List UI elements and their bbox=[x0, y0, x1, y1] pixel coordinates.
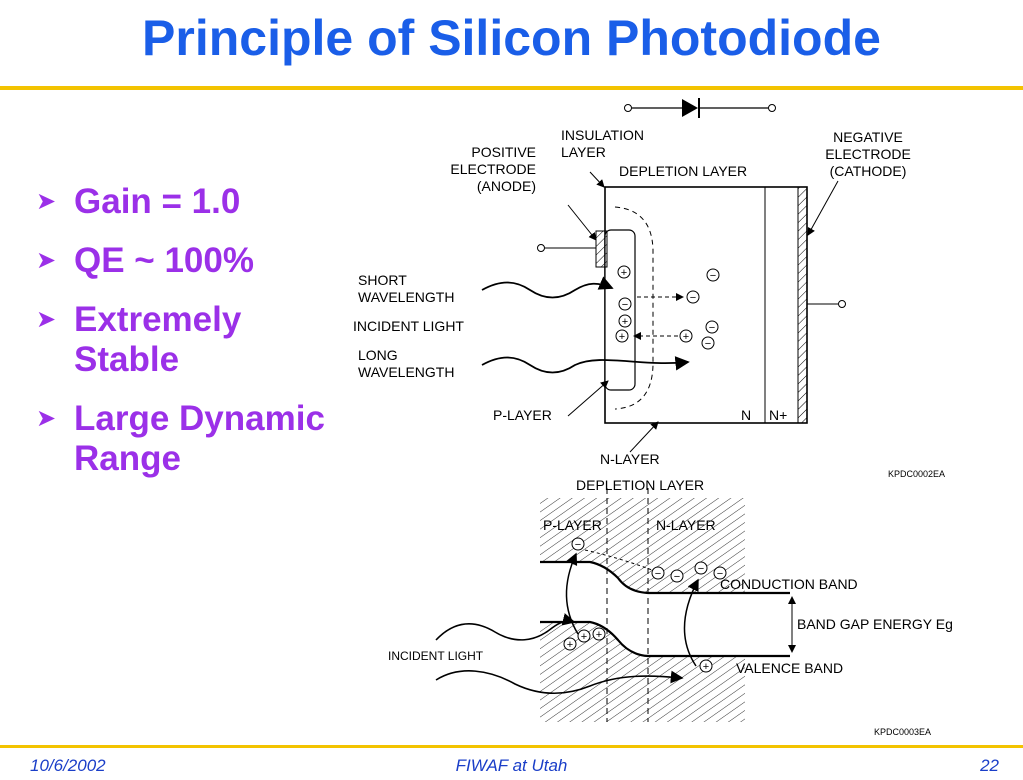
footer-title: FIWAF at Utah bbox=[455, 756, 568, 775]
n-region-label: N bbox=[741, 407, 751, 423]
p-layer-region bbox=[604, 229, 636, 391]
svg-text:+: + bbox=[596, 629, 602, 641]
n-plus-region-label: N+ bbox=[769, 407, 787, 423]
bullet-text: Extremely Stable bbox=[74, 300, 242, 379]
positive-electrode-label: POSITIVE bbox=[471, 144, 536, 160]
bullet-list: ➤ Gain = 1.0 ➤ QE ~ 100% ➤ Extremely Stable… bbox=[36, 182, 336, 498]
valence-band-region bbox=[540, 622, 745, 722]
bullet-text: Large Dynamic Range bbox=[74, 399, 325, 478]
svg-text:−: − bbox=[674, 571, 680, 583]
depletion-boundary bbox=[614, 206, 654, 410]
svg-text:+: + bbox=[703, 661, 709, 673]
anode-electrode bbox=[595, 230, 608, 268]
bullet-arrow-icon: ➤ bbox=[36, 188, 57, 215]
svg-text:+: + bbox=[581, 631, 587, 643]
band-carriers: − − − − − + + + + bbox=[563, 537, 727, 673]
figure-code: KPDC0002EA bbox=[888, 469, 945, 479]
negative-electrode-label: (CATHODE) bbox=[830, 163, 907, 179]
charge-carriers: + − + + + − − − − bbox=[615, 265, 720, 350]
bullet-arrow-icon: ➤ bbox=[36, 405, 57, 432]
photodiode-structure-diagram: + − + + + − − − − INSULATION LAYER POSIT… bbox=[353, 98, 945, 479]
conduction-band-edge bbox=[540, 560, 790, 595]
bullet-item: ➤ Large Dynamic Range bbox=[36, 399, 336, 479]
long-wave-arrow bbox=[481, 356, 690, 374]
energy-band-diagram: − − − − − + + + + DEPLETION LAYER P-LAYE… bbox=[388, 477, 953, 737]
negative-electrode-label: NEGATIVE bbox=[833, 129, 903, 145]
band-depletion-label: DEPLETION LAYER bbox=[576, 477, 704, 493]
valence-band-label: VALENCE BAND bbox=[736, 660, 843, 676]
conduction-band-label: CONDUCTION BAND bbox=[720, 576, 858, 592]
band-p-layer-label: P-LAYER bbox=[543, 517, 602, 533]
band-incident-light-label: INCIDENT LIGHT bbox=[388, 649, 484, 663]
p-layer-label: P-LAYER bbox=[493, 407, 552, 423]
svg-text:+: + bbox=[567, 639, 573, 651]
title-divider bbox=[0, 86, 1023, 90]
n-layer-label: N-LAYER bbox=[600, 451, 660, 467]
slide-title: Principle of Silicon Photodiode bbox=[142, 10, 881, 66]
svg-text:−: − bbox=[717, 568, 723, 580]
svg-text:+: + bbox=[621, 267, 627, 279]
svg-text:−: − bbox=[710, 270, 716, 282]
svg-text:−: − bbox=[622, 299, 628, 311]
svg-text:+: + bbox=[683, 331, 689, 343]
svg-text:+: + bbox=[619, 331, 625, 343]
positive-electrode-label: (ANODE) bbox=[477, 178, 536, 194]
short-wavelength-label: WAVELENGTH bbox=[358, 289, 454, 305]
insulation-layer-label: LAYER bbox=[561, 144, 606, 160]
bullet-item: ➤ Extremely Stable bbox=[36, 300, 336, 380]
positive-electrode-label: ELECTRODE bbox=[450, 161, 536, 177]
bullet-text: Gain = 1.0 bbox=[74, 182, 241, 221]
band-gap-label: BAND GAP ENERGY Eg bbox=[797, 616, 953, 632]
negative-electrode-label: ELECTRODE bbox=[825, 146, 911, 162]
insulation-layer-label: INSULATION bbox=[561, 127, 644, 143]
conduction-band-region bbox=[540, 498, 745, 593]
incident-wave-arrow bbox=[435, 613, 576, 641]
svg-text:−: − bbox=[705, 338, 711, 350]
page-number: 22 bbox=[980, 756, 999, 775]
svg-text:−: − bbox=[655, 568, 661, 580]
long-wavelength-label: LONG bbox=[358, 347, 398, 363]
footer-divider bbox=[0, 745, 1023, 748]
band-figure-code: KPDC0003EA bbox=[874, 727, 931, 737]
bullet-item: ➤ QE ~ 100% bbox=[36, 241, 336, 281]
svg-text:−: − bbox=[575, 539, 581, 551]
valence-band-edge bbox=[540, 620, 790, 658]
footer-date: 10/6/2002 bbox=[30, 756, 106, 775]
bullet-arrow-icon: ➤ bbox=[36, 306, 57, 333]
svg-text:−: − bbox=[709, 322, 715, 334]
bullet-item: ➤ Gain = 1.0 bbox=[36, 182, 336, 222]
svg-text:−: − bbox=[698, 563, 704, 575]
cathode-electrode bbox=[797, 186, 808, 424]
short-wave-arrow bbox=[481, 276, 614, 299]
incident-light-label: INCIDENT LIGHT bbox=[353, 318, 464, 334]
diode-symbol-icon bbox=[624, 98, 776, 118]
band-n-layer-label: N-LAYER bbox=[656, 517, 716, 533]
svg-text:−: − bbox=[690, 292, 696, 304]
bullet-text: QE ~ 100% bbox=[74, 241, 254, 280]
svg-text:+: + bbox=[622, 316, 628, 328]
depletion-layer-label: DEPLETION LAYER bbox=[619, 163, 747, 179]
long-wavelength-label: WAVELENGTH bbox=[358, 364, 454, 380]
bullet-arrow-icon: ➤ bbox=[36, 247, 57, 274]
short-wavelength-label: SHORT bbox=[358, 272, 407, 288]
incident-wave-arrow bbox=[435, 670, 684, 695]
